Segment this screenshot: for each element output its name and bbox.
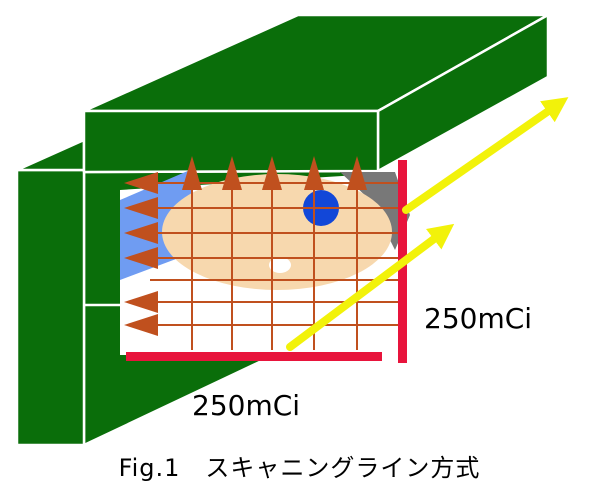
yellow-beams <box>286 97 569 351</box>
scan-arrows-left <box>124 172 158 336</box>
source-bottom-label: 250mCi <box>192 389 300 422</box>
figure-caption: Fig.1 スキャニングライン方式 <box>118 454 481 482</box>
scan-arrow-left-icon <box>124 247 158 269</box>
scan-arrow-up-icon <box>262 156 282 190</box>
left-pillar-top-face <box>15 138 86 172</box>
scan-arrow-up-icon <box>347 156 367 190</box>
source-right-label: 250mCi <box>424 302 532 335</box>
beam-arrow-icon <box>402 97 569 214</box>
scan-arrows-up <box>182 156 367 190</box>
scan-arrow-left-icon <box>124 222 158 244</box>
gray-detector-part <box>340 172 410 250</box>
scan-arrow-left-icon <box>124 291 158 313</box>
white-spot <box>269 257 291 273</box>
scan-arrow-left-icon <box>124 314 158 336</box>
beam-arrow-icon <box>286 223 455 351</box>
left-pillar-front-face <box>15 168 86 447</box>
top-beam-front-face <box>82 109 380 174</box>
source-bar-horizontal <box>126 352 382 361</box>
scan-arrow-left-icon <box>124 172 158 194</box>
scan-arrow-up-icon <box>304 156 324 190</box>
scan-arrow-up-icon <box>182 156 202 190</box>
scan-arrow-up-icon <box>222 156 242 190</box>
scan-arrow-left-icon <box>124 197 158 219</box>
